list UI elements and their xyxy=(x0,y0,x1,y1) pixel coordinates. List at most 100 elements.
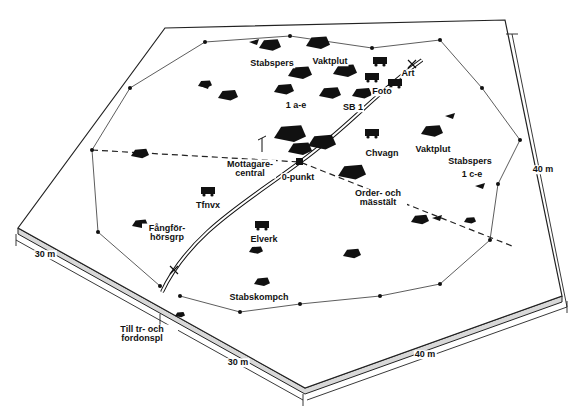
vehicle-wheel xyxy=(382,63,385,66)
post-symbol xyxy=(432,215,442,221)
vehicle-wheel xyxy=(397,85,400,88)
vehicle-body xyxy=(201,187,215,194)
vehicle-wheel xyxy=(366,79,369,82)
vehicle-body xyxy=(373,57,387,64)
map-label: Stabskompch xyxy=(228,293,289,302)
vehicle-wheel xyxy=(374,135,377,138)
fence-post xyxy=(96,230,100,234)
vehicle-body xyxy=(365,129,379,136)
fence-post xyxy=(438,38,442,42)
fence-post xyxy=(378,294,382,298)
vehicle-wheel xyxy=(374,63,377,66)
map-label: Foto xyxy=(371,87,393,96)
barrier-mark xyxy=(170,266,178,274)
tent-symbol xyxy=(464,217,476,223)
tent-symbol xyxy=(343,249,361,258)
map-label: Chvagn xyxy=(364,149,399,158)
tent-symbol xyxy=(259,39,281,51)
antenna-symbol xyxy=(258,136,266,152)
vehicle-symbol xyxy=(255,221,269,231)
fence-post xyxy=(496,182,500,186)
vehicle-wheel xyxy=(210,193,213,196)
map-label: Elverk xyxy=(249,235,278,244)
tent-symbol xyxy=(306,36,330,49)
map-label: 30 m xyxy=(227,358,250,367)
fence-post xyxy=(288,34,292,38)
fence-post xyxy=(370,46,374,50)
vehicle-wheel xyxy=(256,227,259,230)
map-label: Fångför-hörsgrp xyxy=(142,224,192,243)
dimension-line xyxy=(307,307,567,400)
map-label: Order- och mässtält xyxy=(349,189,407,208)
tent-symbol xyxy=(411,215,429,224)
vehicle-wheel xyxy=(366,135,369,138)
fence-post xyxy=(90,148,94,152)
map-label: 40 m xyxy=(414,350,437,359)
dimension-tick xyxy=(506,34,518,35)
map-label: 30 m xyxy=(34,250,57,259)
fence-post xyxy=(238,310,242,314)
tent-symbol xyxy=(249,246,263,253)
dimension-tick xyxy=(16,234,17,246)
tent-symbol xyxy=(175,312,185,317)
road-outline xyxy=(162,60,422,292)
vehicle-body xyxy=(388,79,402,86)
dimension-line xyxy=(512,34,567,307)
road-surface xyxy=(162,60,422,292)
map-label: 40 m xyxy=(532,165,555,174)
map-label: 1 a-e xyxy=(285,101,308,110)
fence-post xyxy=(298,302,302,306)
map-label: Till tr- och fordonspl xyxy=(106,325,178,344)
barrier-mark xyxy=(408,60,416,68)
map-label: Stabspers xyxy=(249,59,295,68)
tent-symbol xyxy=(319,87,341,99)
tent-symbol xyxy=(131,149,149,158)
map-label: 0-punkt xyxy=(281,173,316,182)
vehicle-body xyxy=(365,73,379,80)
zero-point-mark xyxy=(296,158,303,165)
fence-post xyxy=(128,86,132,90)
vehicle-wheel xyxy=(374,79,377,82)
map-label: 1 c-e xyxy=(461,170,484,179)
tent-symbol xyxy=(308,135,336,150)
vehicle-symbol xyxy=(365,129,379,139)
vehicle-symbol xyxy=(365,73,379,83)
dimension-line xyxy=(16,240,303,400)
tent-symbol xyxy=(421,125,443,137)
dimension-tick xyxy=(303,394,304,406)
post-symbol xyxy=(475,183,485,189)
fence-post xyxy=(438,282,442,286)
tent-symbol xyxy=(288,142,312,155)
fence-post xyxy=(518,138,522,142)
vehicle-wheel xyxy=(264,227,267,230)
tent-symbol xyxy=(274,84,294,95)
dashed-axis xyxy=(92,150,512,246)
tent-symbol xyxy=(218,90,238,101)
map-label: Stabspers xyxy=(447,157,493,166)
post-symbol xyxy=(249,39,259,45)
vehicle-body xyxy=(255,221,269,228)
post-symbol xyxy=(200,83,210,89)
dimension-lines xyxy=(16,34,567,406)
fence-post xyxy=(203,40,207,44)
vehicle-wheel xyxy=(202,193,205,196)
tent-symbol xyxy=(338,165,366,180)
fence-post xyxy=(488,238,492,242)
map-label: Tfnvx xyxy=(195,201,221,210)
tent-symbol xyxy=(254,278,270,286)
map-label: Vaktplut xyxy=(311,57,348,66)
map-label: SB 1 xyxy=(342,103,364,112)
post-symbol xyxy=(445,113,455,119)
map-label: Art xyxy=(401,69,416,78)
tent-symbol xyxy=(352,88,372,99)
vehicle-symbol xyxy=(373,57,387,67)
map-label: Mottagare-central xyxy=(224,160,276,179)
fence-post xyxy=(158,284,162,288)
tent-symbol xyxy=(274,125,306,142)
fence-post xyxy=(178,294,182,298)
map-label: Vaktplut xyxy=(414,145,451,154)
vehicle-symbol xyxy=(201,187,215,197)
ground-plate xyxy=(18,20,562,388)
perimeter-fence xyxy=(92,36,520,312)
